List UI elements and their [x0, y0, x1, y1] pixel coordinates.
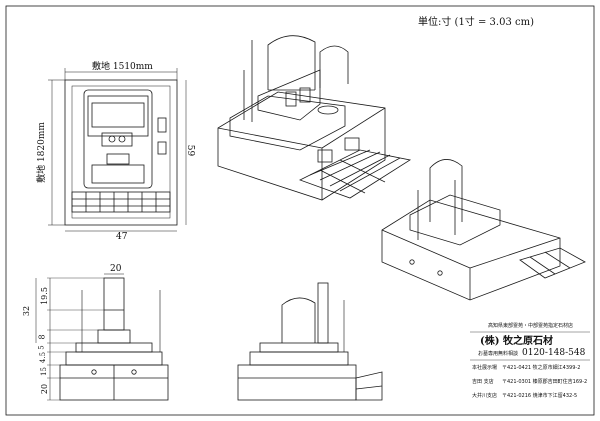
company-box: [470, 331, 590, 361]
unit-note: 単位:寸 (1寸 = 3.03 cm): [418, 17, 534, 28]
branch-address-3: 〒421-0216 焼津市下江留432-5: [502, 393, 578, 399]
plan-width-dimension: 47: [116, 232, 128, 242]
company-name: (株) 牧之原石材: [480, 336, 553, 347]
phone-number: 0120-148-548: [522, 348, 586, 358]
front-elevation: [35, 273, 169, 401]
phone-label: お墓専用無料相談: [478, 351, 519, 357]
sheet-border: [5, 5, 595, 416]
isometric-view-rear: [381, 159, 586, 301]
front-height-dimension-1: 19.5: [39, 287, 49, 305]
plan-view: [48, 68, 187, 232]
plan-depth-label: 敷地 1820mm: [36, 122, 47, 183]
front-height-dimension-5: 4.5: [39, 351, 48, 364]
front-height-dimension-2: 32: [22, 305, 32, 317]
branch-name-3: 大井川支店: [472, 393, 498, 399]
front-height-dimension-6: 15: [39, 367, 48, 376]
front-height-dimension-4: 5: [37, 345, 46, 350]
company-tagline: 高知県東部霊苑・中部霊苑指定石材店: [488, 323, 574, 329]
plan-depth-dimension: 59: [185, 144, 196, 157]
branch-address-1: 〒421-0421 牧之原市細江4399-2: [502, 365, 581, 371]
front-height-dimension-3: 8: [37, 334, 47, 340]
branch-name-2: 吉田 支店: [472, 379, 494, 385]
branch-address-2: 〒421-0301 榛原郡吉田町住吉169-2: [502, 379, 588, 385]
branch-name-1: 本社展示場: [472, 365, 498, 371]
plan-width-label: 敷地 1510mm: [92, 62, 153, 72]
front-height-dimension-7: 20: [40, 383, 50, 395]
side-elevation: [237, 282, 383, 401]
isometric-view-front: [217, 35, 412, 201]
front-top-width-dimension: 20: [110, 264, 122, 274]
